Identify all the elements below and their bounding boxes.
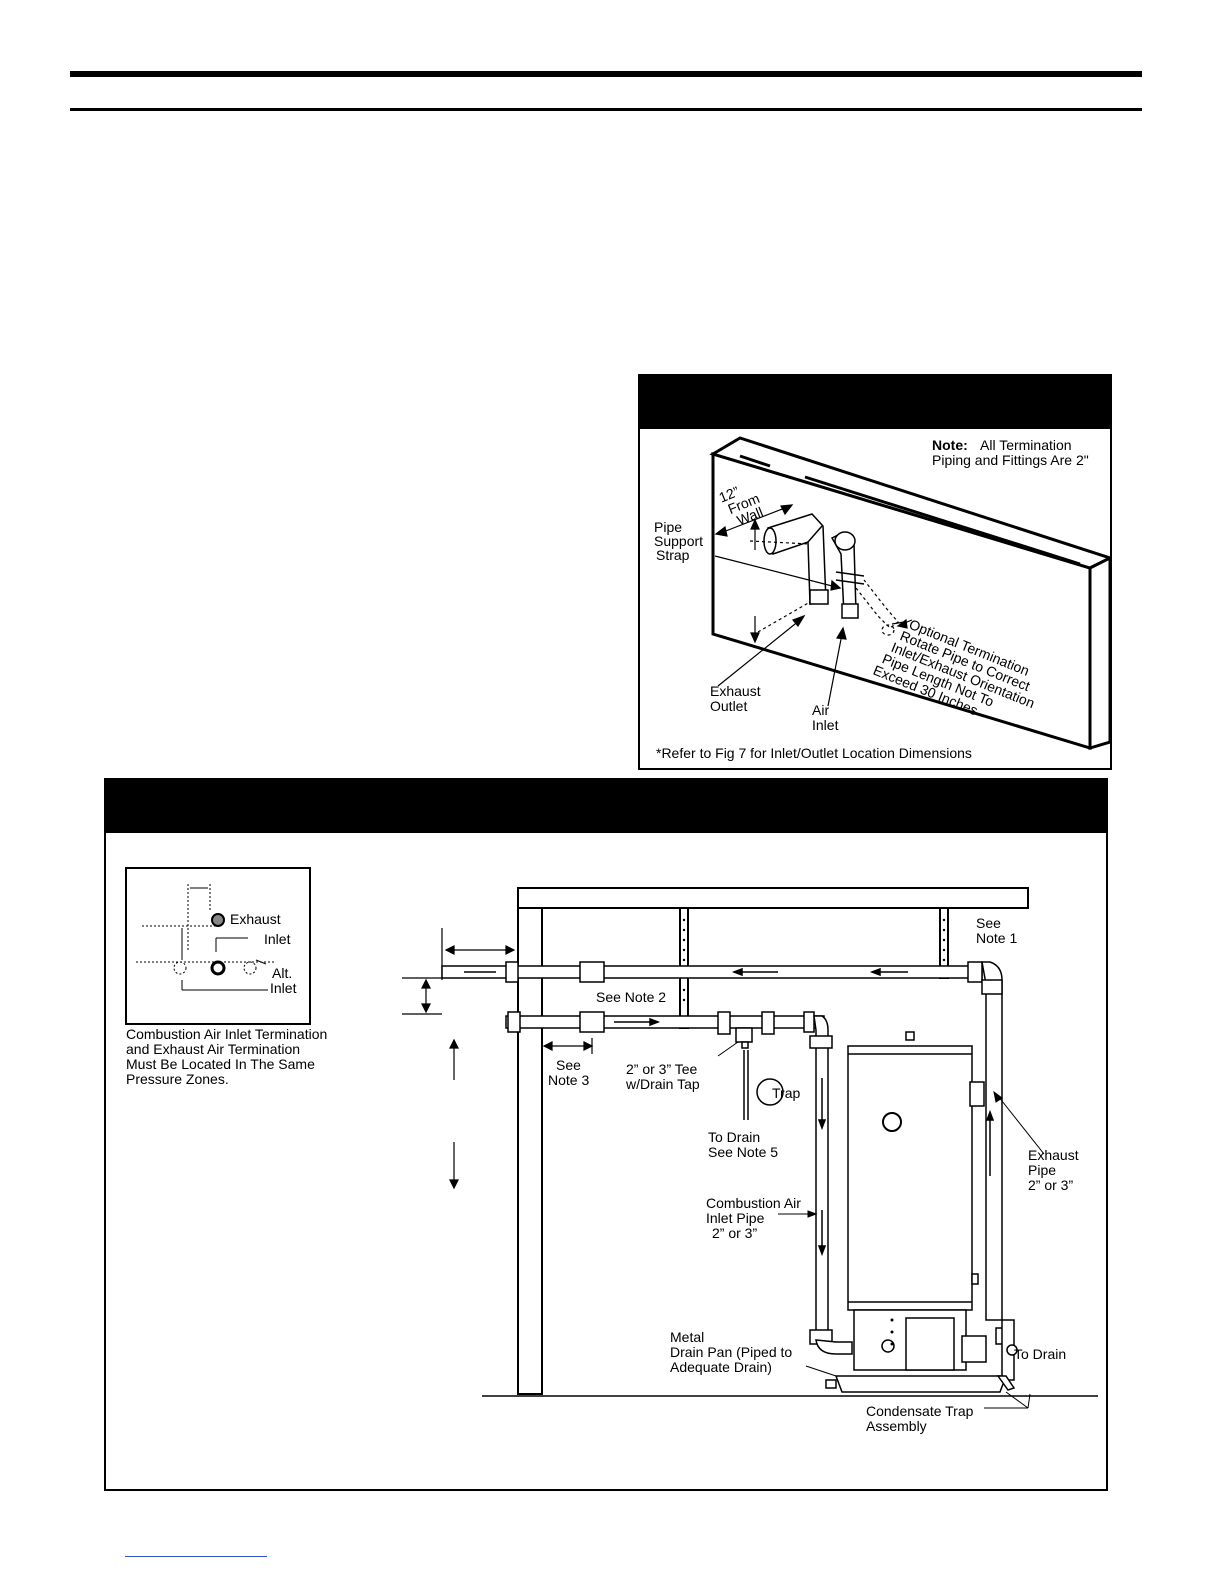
pan-a: Metal (670, 1329, 704, 1345)
note-line1: All Termination (980, 437, 1072, 453)
cond-b: Assembly (866, 1418, 927, 1434)
tee-a: 2” or 3” Tee (626, 1061, 698, 1077)
zone-line3: Must Be Located In The Same (126, 1056, 315, 1072)
drain-b: See Note 5 (708, 1144, 778, 1160)
see-note2: See Note 2 (596, 989, 666, 1005)
support-line2: Support (654, 533, 703, 549)
inset-alt1: Alt. (272, 965, 292, 981)
tee-b: w/Drain Tap (625, 1076, 700, 1092)
support-line3: Strap (656, 547, 690, 563)
exhaust-pipe-c: 2” or 3” (1028, 1177, 1073, 1193)
exhaust-run (441, 961, 1003, 1321)
pan-c: Adequate Drain) (670, 1359, 772, 1375)
note-bold: Note: (932, 437, 968, 453)
water-heater (825, 1031, 1018, 1393)
exhaust-pipe-b: Pipe (1028, 1162, 1056, 1178)
exhaust-pipe (763, 513, 829, 605)
to-drain: To Drain (1014, 1346, 1066, 1362)
leader-lines (714, 504, 913, 707)
air-inlet-pipe (830, 531, 865, 619)
air-line1: Air (812, 702, 829, 718)
building-structure (482, 887, 1098, 1397)
exhaust-line1: Exhaust (710, 683, 761, 699)
note-line2: Piping and Fittings Are 2" (932, 452, 1089, 468)
comb-c: 2” or 3” (712, 1225, 757, 1241)
piping-figure-header (106, 780, 1106, 833)
dim-line1: 12” (717, 483, 742, 506)
termination-figure-header (640, 376, 1110, 429)
air-line2: Inlet (812, 717, 839, 733)
inset-exhaust: Exhaust (230, 911, 281, 927)
support-line1: Pipe (654, 519, 682, 535)
zone-line2: and Exhaust Air Termination (126, 1041, 300, 1057)
header-rule-thick (70, 71, 1142, 77)
pan-b: Drain Pan (Piped to (670, 1344, 792, 1360)
piping-figure: Exhaust Inlet Alt. Inlet Combustion Air … (104, 778, 1108, 1491)
intake-run (505, 1011, 995, 1355)
zone-line4: Pressure Zones. (126, 1071, 229, 1087)
see-note1-a: See (976, 915, 1001, 931)
zone-line1: Combustion Air Inlet Termination (126, 1026, 327, 1042)
inset-alt2: Inlet (270, 980, 297, 996)
termination-diagram: Note: All Termination Piping and Fitting… (654, 436, 1110, 761)
wall (709, 436, 1110, 751)
see-note1-b: Note 1 (976, 930, 1017, 946)
hanger-straps (682, 918, 946, 1002)
heater-dots (890, 1318, 894, 1346)
trap-label: Trap (772, 1085, 800, 1101)
footer-link-underline (125, 1556, 267, 1557)
inset-inlet: Inlet (264, 931, 291, 947)
comb-a: Combustion Air (706, 1195, 801, 1211)
cond-a: Condensate Trap (866, 1403, 974, 1419)
termination-figure: Note: All Termination Piping and Fitting… (638, 374, 1112, 770)
footnote: *Refer to Fig 7 for Inlet/Outlet Locatio… (656, 745, 972, 761)
piping-diagram: Exhaust Inlet Alt. Inlet Combustion Air … (125, 867, 1098, 1434)
comb-b: Inlet Pipe (706, 1210, 765, 1226)
optional-termination (855, 579, 899, 636)
header-rule-thin (70, 108, 1142, 111)
exhaust-pipe-a: Exhaust (1028, 1147, 1079, 1163)
callout-leaders (717, 1041, 1045, 1409)
pressure-zone-inset (125, 867, 311, 1025)
exhaust-line2: Outlet (710, 698, 747, 714)
dimension-marks (402, 928, 594, 1190)
drain-a: To Drain (708, 1129, 760, 1145)
see-note3-b: Note 3 (548, 1072, 589, 1088)
see-note3-a: See (556, 1057, 581, 1073)
